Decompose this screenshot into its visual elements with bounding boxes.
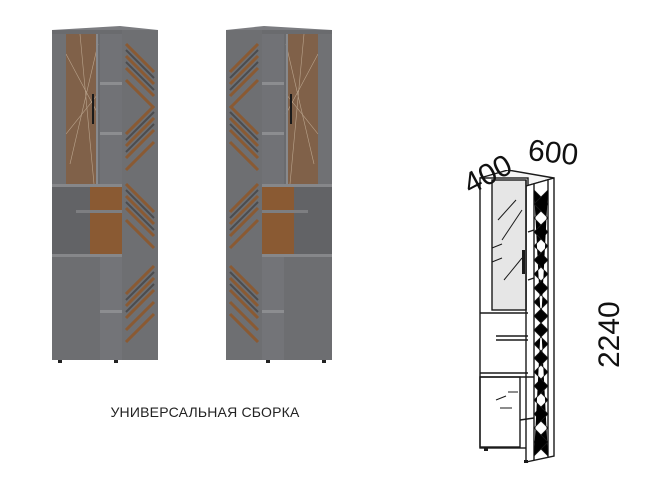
cabinet-render-left [52,26,158,363]
cabinet-line-drawing [479,170,555,463]
door-handle [92,94,94,124]
dimension-width: 600 [526,134,580,173]
dimension-height: 2240 [593,301,626,368]
cabinet-render-right [226,26,332,363]
assembly-caption: УНИВЕРСАЛЬНАЯ СБОРКА [110,404,300,420]
